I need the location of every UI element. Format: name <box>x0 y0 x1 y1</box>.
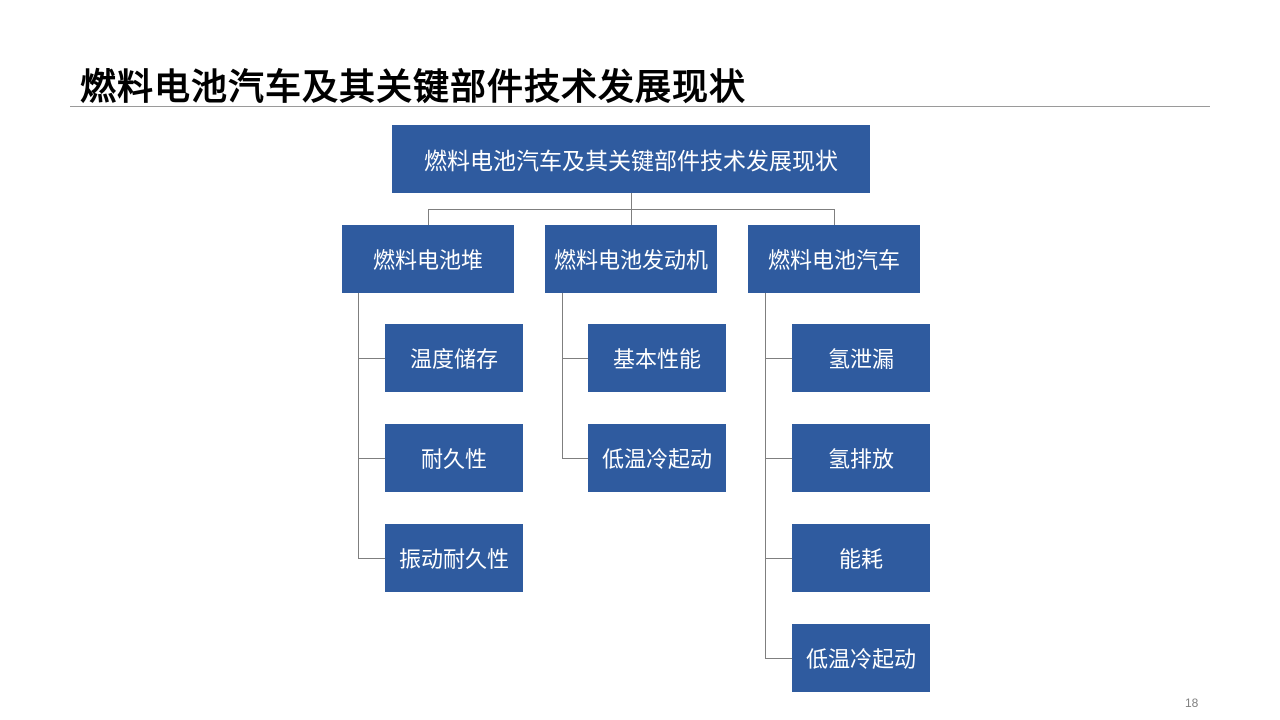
page-number: 18 <box>1185 696 1199 710</box>
connector-branch-3-tick <box>765 458 792 459</box>
connector-branch-1-drop <box>428 209 429 225</box>
leaf-node: 温度储存 <box>385 324 523 392</box>
leaf-node: 基本性能 <box>588 324 726 392</box>
slide-title: 燃料电池汽车及其关键部件技术发展现状 <box>80 67 747 108</box>
leaf-node: 耐久性 <box>385 424 523 492</box>
connector-root-down <box>631 193 632 209</box>
leaf-node: 振动耐久性 <box>385 524 523 592</box>
connector-branch-2-drop <box>631 209 632 225</box>
connector-branch-3-drop <box>834 209 835 225</box>
connector-branch-1-tick <box>358 558 385 559</box>
connector-branch-2-spine <box>562 293 563 459</box>
branch-node-fuel-cell-engine: 燃料电池发动机 <box>545 225 717 293</box>
connector-branch-3-spine <box>765 293 766 659</box>
connector-branch-3-tick <box>765 658 792 659</box>
leaf-node: 氢排放 <box>792 424 930 492</box>
leaf-node: 氢泄漏 <box>792 324 930 392</box>
connector-branch-1-spine <box>358 293 359 559</box>
connector-branch-1-tick <box>358 458 385 459</box>
leaf-node: 能耗 <box>792 524 930 592</box>
connector-branch-3-tick <box>765 558 792 559</box>
connector-branch-3-tick <box>765 358 792 359</box>
leaf-node: 低温冷起动 <box>792 624 930 692</box>
root-node: 燃料电池汽车及其关键部件技术发展现状 <box>392 125 870 193</box>
connector-branch-2-tick <box>562 358 588 359</box>
branch-node-fuel-cell-vehicle: 燃料电池汽车 <box>748 225 920 293</box>
branch-node-fuel-cell-stack: 燃料电池堆 <box>342 225 514 293</box>
leaf-node: 低温冷起动 <box>588 424 726 492</box>
connector-branch-2-tick <box>562 458 588 459</box>
title-divider <box>70 106 1210 107</box>
connector-branch-1-tick <box>358 358 385 359</box>
